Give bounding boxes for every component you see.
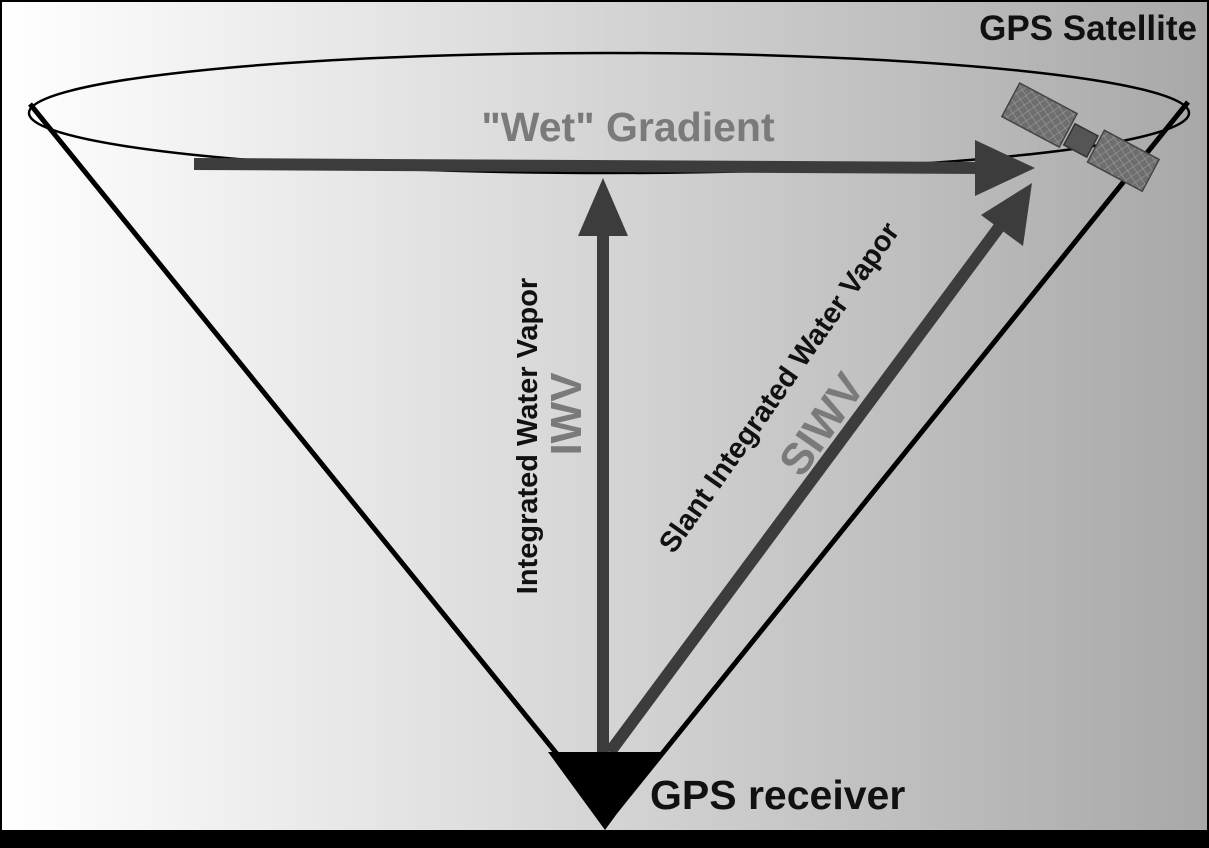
wet-gradient-label: "Wet" Gradient [481,104,775,150]
gps-satellite-label: GPS Satellite [979,9,1197,48]
ground-bar [0,830,1209,848]
cone-left-edge [28,102,606,814]
siwv-arrow [605,183,1032,756]
iwv-full-label: Integrated Water Vapor [512,278,544,594]
cone [27,51,1191,814]
iwv-arrow [578,178,628,752]
receiver-triangle-icon [548,752,662,830]
iwv-abbrev-label: IWV [542,372,591,456]
gps-receiver-label: GPS receiver [650,772,905,818]
cone-top-ellipse [27,51,1191,175]
satellite-icon [1000,82,1161,193]
wet-gradient-arrow [193,140,1035,196]
cone-right-edge [613,100,1190,814]
